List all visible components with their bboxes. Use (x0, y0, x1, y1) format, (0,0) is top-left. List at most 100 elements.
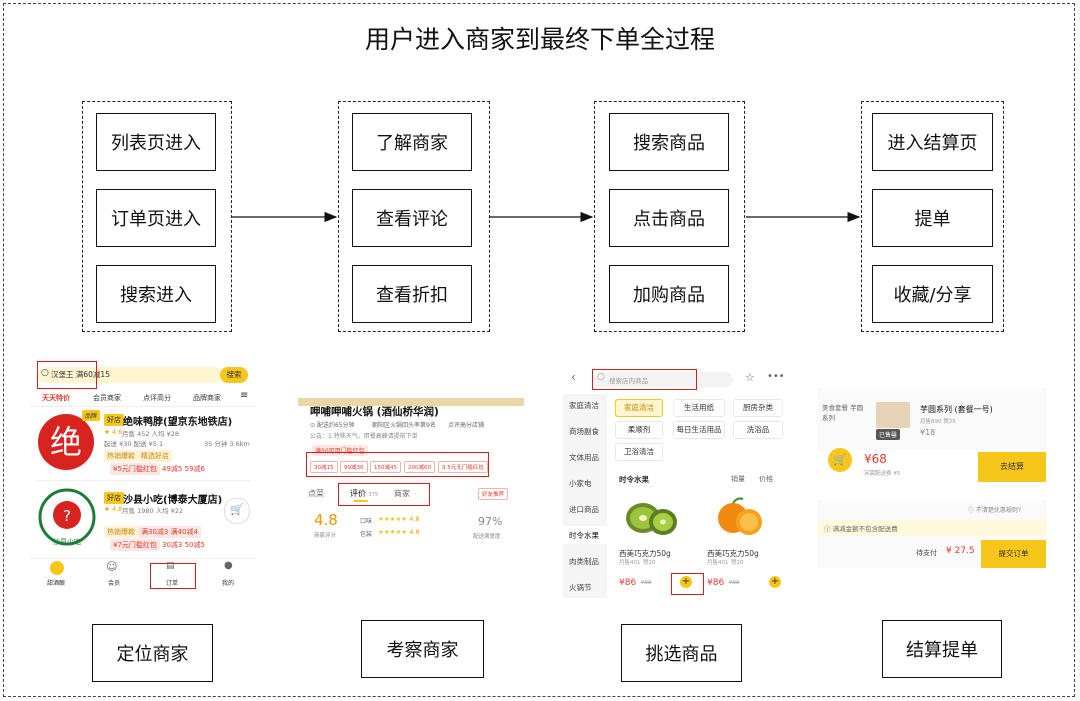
cart-icon[interactable]: 🛒 (828, 448, 852, 472)
tab-order-food[interactable]: 点菜 (308, 489, 324, 498)
category-chip[interactable]: 生活用纸 (673, 399, 725, 417)
search-button[interactable]: 搜索 (220, 367, 248, 383)
nav-member-label: 会员 (108, 580, 121, 587)
item-sales: 月售890 赞25 (920, 419, 956, 425)
outer-frame (3, 3, 1075, 697)
tab-merchant[interactable]: 商家 (394, 489, 410, 498)
menu-icon[interactable]: ≡ (240, 390, 249, 401)
tab-bar (30, 390, 256, 407)
rating-value: 4.6 (111, 428, 123, 436)
rules-link[interactable]: ⓘ 不清楚优惠规则? (968, 507, 1022, 514)
sidebar-item[interactable]: 家庭清洁 (569, 401, 599, 410)
product-name[interactable]: 西美巧克力50g (707, 549, 759, 558)
group-select (594, 101, 745, 332)
tab-brand[interactable]: 品牌商家 (193, 394, 221, 402)
sidebar-item[interactable]: 小家电 (569, 479, 592, 488)
deal: 99减30 (340, 461, 368, 473)
highlight-order-tab (150, 563, 196, 589)
sidebar-item[interactable]: 商场副食 (569, 427, 599, 436)
screenshot-checkout: 美食套餐 芋圆系列 已售罄 芋圆系列 (套餐一号) 月售890 赞25 ¥18 … (818, 388, 1046, 482)
cart-float-button[interactable]: 🛒 (224, 498, 250, 524)
recommend-button[interactable]: 好友推荐 (478, 488, 509, 500)
category-chip[interactable]: 卫浴清洁 (615, 443, 663, 461)
pay-amount: ¥ 27.5 (946, 546, 975, 556)
caption-checkout: 结算提单 (882, 620, 1002, 678)
more-icon[interactable]: ••• (767, 371, 785, 382)
caption-inspect: 考察商家 (361, 620, 484, 678)
satisfaction-label: 配送满意度 (473, 534, 501, 540)
sold-out-badge: 已售罄 (876, 429, 901, 440)
tab-reviews[interactable]: 评价 375 (350, 488, 378, 499)
category-chip[interactable]: 柔顺剂 (615, 421, 663, 439)
shop-label: 美食套餐 芋圆系列 (822, 404, 864, 422)
pack-stars: ★★★★★ 4.8 (378, 528, 420, 536)
category-chip[interactable]: 厨房杂类 (733, 399, 783, 417)
product-sales: 月售401 (707, 560, 729, 566)
coupon-tag: ¥7元门槛红包 (110, 539, 160, 551)
add-to-cart-button[interactable]: + (680, 576, 692, 588)
item-price: ¥18 (920, 428, 936, 437)
rules-text: 不清楚优惠规则? (975, 507, 1022, 514)
product-image-kiwi[interactable] (621, 492, 681, 542)
category-chip[interactable]: 每日生活用品 (673, 421, 725, 439)
step-view-discounts: 查看折扣 (352, 265, 472, 323)
shop-name[interactable]: 绝味鸭脖(望京东地铁店) (123, 417, 233, 428)
shop-info: 月售 452 人均 ¥28 (122, 430, 180, 438)
step-collect-share: 收藏/分享 (872, 265, 993, 323)
highlight-add-cart (671, 573, 704, 595)
product-likes: 赞20 (643, 560, 656, 566)
add-to-cart-button[interactable]: + (769, 576, 781, 588)
sidebar-item[interactable]: 进口商品 (569, 505, 599, 514)
svg-text:?: ? (63, 507, 71, 525)
step-add-product: 加购商品 (609, 265, 729, 323)
tab-special[interactable]: 天天特价 (42, 394, 70, 402)
step-search-entry: 搜索进入 (96, 265, 216, 323)
group-inspect (338, 101, 490, 332)
nav-home-icon[interactable] (50, 561, 64, 575)
brand-badge: 品牌 (82, 410, 101, 421)
product-image-orange[interactable] (709, 492, 769, 542)
step-click-product: 点击商品 (609, 189, 729, 247)
group-checkout (861, 101, 1004, 332)
step-order-entry: 订单页进入 (96, 189, 216, 247)
section-title: 时令水果 (619, 475, 649, 484)
taste-label: 口味 (360, 518, 373, 525)
tab-member[interactable]: 会员商家 (93, 394, 121, 402)
sidebar-item[interactable]: 文体用品 (569, 453, 599, 462)
category-chip[interactable]: 洗浴品 (733, 421, 783, 439)
product-search-bar[interactable] (593, 372, 733, 387)
tab-rating[interactable]: 点评高分 (143, 394, 171, 402)
nav-member-icon[interactable]: ☺ (106, 560, 118, 573)
sort-sales[interactable]: 销量 (731, 475, 745, 483)
product-price: ¥86 (707, 578, 725, 588)
nav-order-icon[interactable]: ▤ (166, 561, 175, 571)
threshold-coupon: 满50可用门槛红包 (312, 445, 368, 456)
product-search-icon: ○ (597, 372, 605, 382)
star-icon[interactable]: ☆ (745, 371, 755, 384)
sidebar-item[interactable]: 火锅节 (569, 583, 592, 592)
sort-price[interactable]: 价格 (759, 475, 773, 483)
deal: 30减15 (310, 461, 338, 473)
search-icon: ○ (41, 368, 49, 378)
rating: ★ 4.8 (104, 505, 123, 513)
promo-tag: 满30减3 满40减4 (138, 526, 201, 538)
submit-order-button[interactable]: 提交订单 (981, 540, 1046, 568)
shop-logo-juewei: 绝 (36, 412, 96, 472)
go-checkout-button[interactable]: 去结算 (978, 452, 1046, 482)
shop-name[interactable]: 沙县小吃(博泰大厦店) (123, 495, 223, 506)
deal: 150减45 (370, 461, 401, 473)
pay-label: 待支付 (916, 549, 937, 557)
highlight-search (37, 361, 97, 389)
sidebar-item[interactable]: 肉类制品 (569, 557, 599, 566)
nav-me-icon[interactable]: ● (224, 560, 233, 571)
back-icon[interactable]: ‹ (571, 370, 576, 384)
svg-text:绝: 绝 (50, 423, 82, 461)
score-label: 商家评分 (314, 533, 337, 539)
good-shop-tag: 好店 (104, 492, 124, 504)
shop-divider (36, 480, 250, 481)
sidebar-item-active[interactable]: 时令水果 (569, 531, 599, 540)
search-bar[interactable] (38, 367, 222, 383)
category-chip-active[interactable]: 家庭清洁 (615, 399, 663, 417)
product-name[interactable]: 西美巧克力50g (619, 549, 671, 558)
